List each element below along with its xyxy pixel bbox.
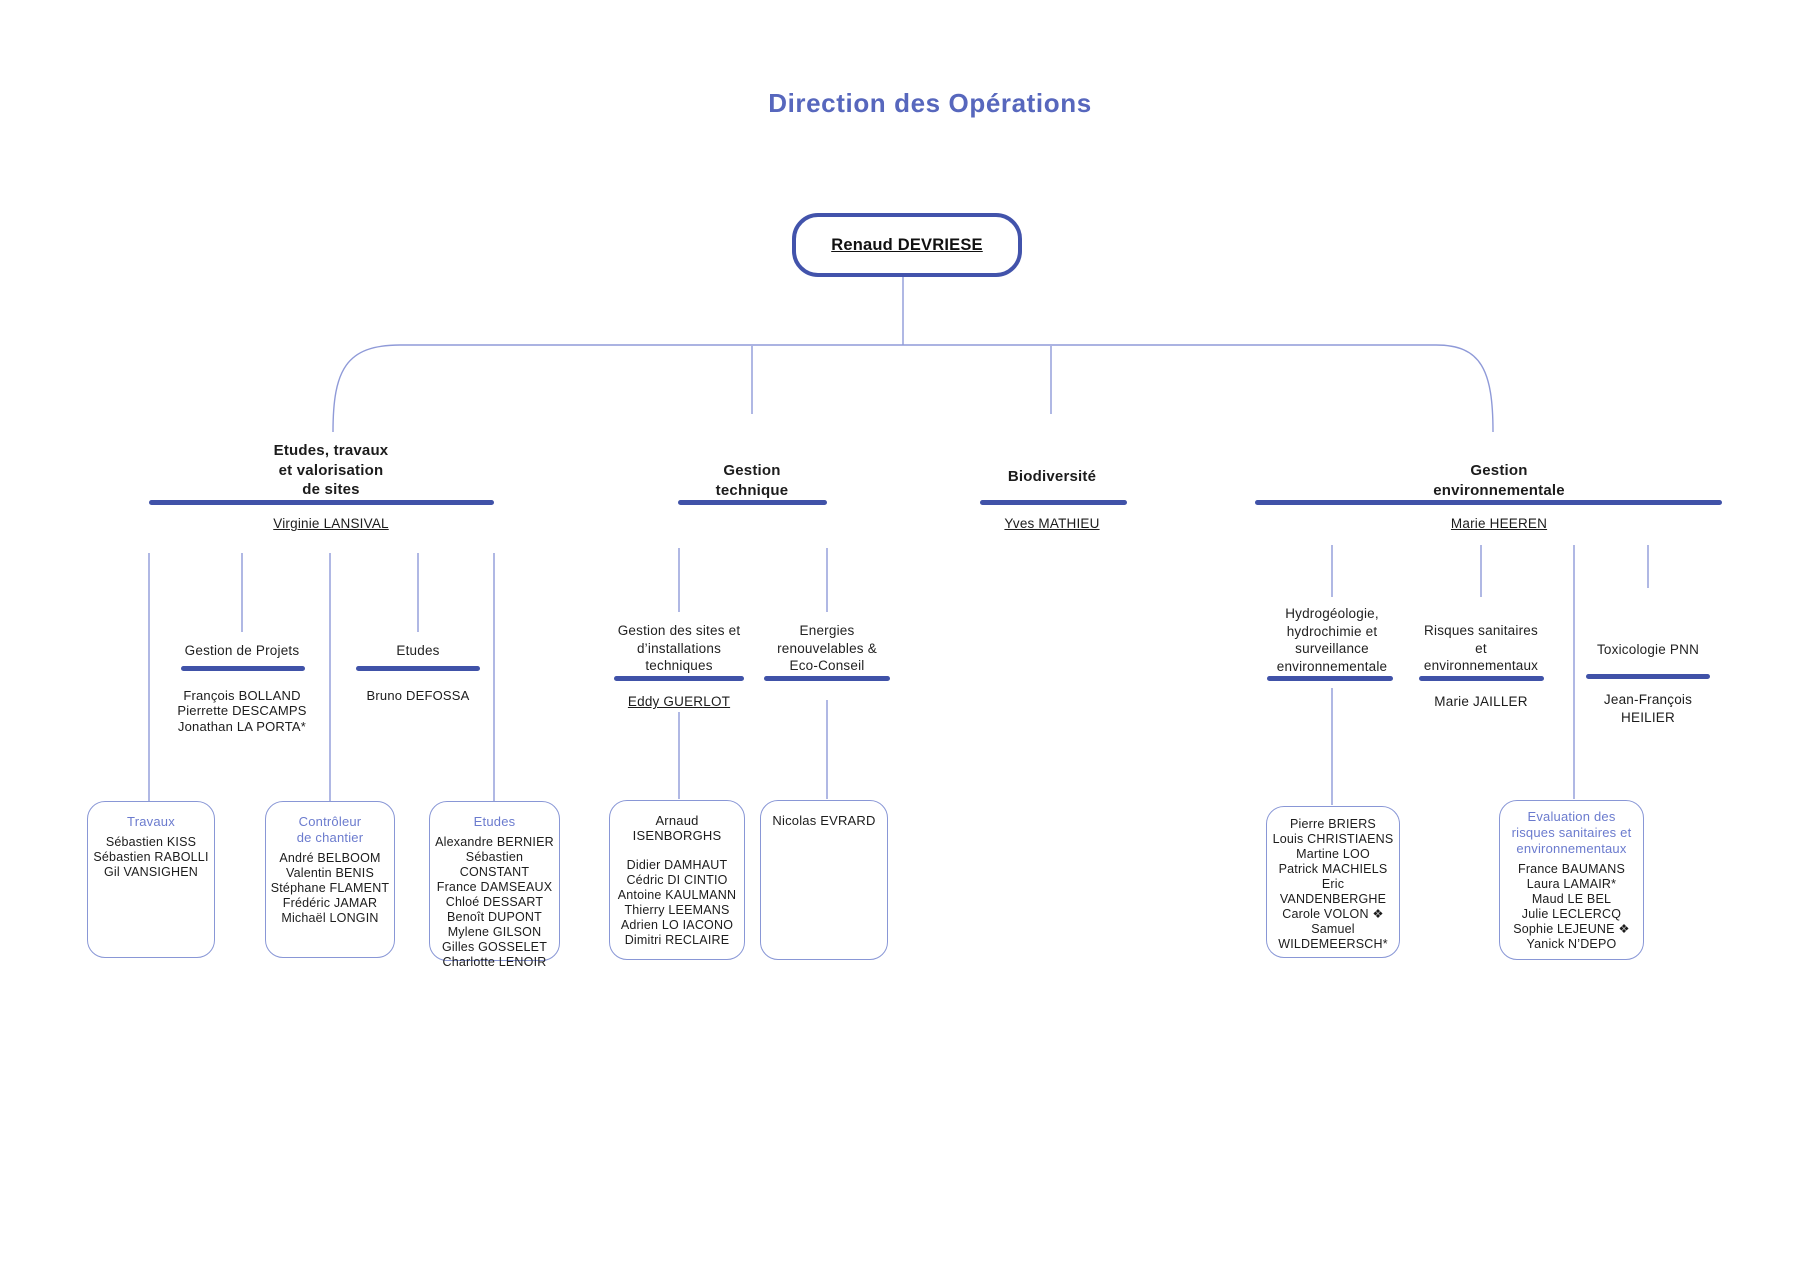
box-members: Alexandre BERNIER Sébastien CONSTANT Fra…	[435, 834, 554, 969]
team-title-gestion-des-sites: Gestion des sites et d’installations tec…	[617, 623, 741, 674]
box-lead: Nicolas EVRARD	[772, 813, 876, 828]
director-name: Renaud DEVRIESE	[831, 235, 983, 254]
staff-box-etudes: Etudes Alexandre BERNIER Sébastien CONST…	[429, 801, 560, 969]
team-bar	[1267, 676, 1393, 681]
box-members: André BELBOOM Valentin BENIS Stéphane FL…	[270, 850, 390, 925]
team-title-energies-renouvelables: Energies renouvelables & Eco-Conseil	[777, 623, 877, 674]
box-members: Didier DAMHAUT Cédric DI CINTIO Antoine …	[617, 857, 737, 947]
branch-title-etudes-travaux: Etudes, travaux et valorisation de sites	[273, 442, 389, 498]
branch-title-gestion-environnementale: Gestion environnementale	[1433, 462, 1565, 499]
team-lead-jean-francois-heilier: Jean-François HEILIER	[1603, 692, 1693, 725]
team-bar	[1586, 674, 1710, 679]
staff-box-briers: Pierre BRIERS Louis CHRISTIAENS Martine …	[1266, 806, 1400, 958]
team-title-toxicologie-pnn: Toxicologie PNN	[1596, 642, 1700, 657]
team-lead-marie-jailler: Marie JAILLER	[1434, 694, 1528, 709]
team-bar	[356, 666, 480, 671]
team-title-risques-sanitaires: Risques sanitaires et environnementaux	[1423, 623, 1539, 674]
director-node: Renaud DEVRIESE	[792, 213, 1022, 277]
branch-bar	[149, 500, 494, 505]
branch-title-gestion-technique: Gestion technique	[715, 462, 789, 499]
branch-head-yves-mathieu: Yves MATHIEU	[1004, 516, 1100, 531]
branch-head-virginie-lansival: Virginie LANSIVAL	[273, 516, 389, 531]
branch-bar	[980, 500, 1127, 505]
box-members: France BAUMANS Laura LAMAIR* Maud LE BEL…	[1513, 861, 1630, 951]
team-head-eddy-guerlot: Eddy GUERLOT	[627, 694, 731, 709]
team-bar	[614, 676, 744, 681]
branch-bar	[678, 500, 827, 505]
box-lead: Arnaud ISENBORGHS	[632, 813, 722, 844]
staff-box-isenborghs: Arnaud ISENBORGHS Didier DAMHAUT Cédric …	[609, 800, 745, 960]
page-title: Direction des Opérations	[768, 88, 1092, 118]
box-title: Etudes	[473, 814, 516, 829]
team-title-gestion-de-projets: Gestion de Projets	[184, 643, 300, 658]
team-bar	[181, 666, 305, 671]
box-title: Travaux	[127, 814, 175, 829]
team-members-gestion-de-projets: François BOLLAND Pierrette DESCAMPS Jona…	[177, 688, 307, 734]
branch-head-marie-heeren: Marie HEEREN	[1450, 516, 1548, 531]
box-title: Evaluation des risques sanitaires et env…	[1511, 809, 1632, 856]
staff-box-controleur-de-chantier: Contrôleur de chantier André BELBOOM Val…	[265, 801, 395, 958]
box-members: Sébastien KISS Sébastien RABOLLI Gil VAN…	[93, 834, 209, 879]
branch-title-biodiversite: Biodiversité	[1007, 468, 1097, 485]
staff-box-evaluation-risques: Evaluation des risques sanitaires et env…	[1499, 800, 1644, 960]
box-members: Pierre BRIERS Louis CHRISTIAENS Martine …	[1272, 817, 1394, 951]
team-title-hydrogeologie: Hydrogéologie, hydrochimie et surveillan…	[1276, 606, 1388, 674]
team-members-etudes: Bruno DEFOSSA	[366, 688, 470, 703]
staff-box-travaux: Travaux Sébastien KISS Sébastien RABOLLI…	[87, 801, 215, 958]
box-title: Contrôleur de chantier	[296, 814, 364, 845]
branch-bar	[1255, 500, 1722, 505]
team-bar	[1419, 676, 1544, 681]
team-title-etudes: Etudes	[396, 643, 440, 658]
team-bar	[764, 676, 890, 681]
staff-box-evrard: Nicolas EVRARD	[760, 800, 888, 960]
